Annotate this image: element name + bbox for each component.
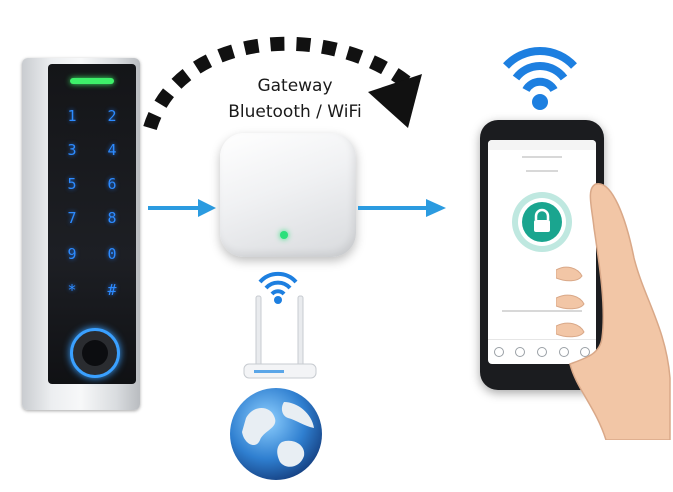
key-0[interactable]: 0 — [107, 245, 117, 263]
fingerprint-icon[interactable] — [70, 328, 120, 378]
gateway-title: Gateway — [257, 76, 333, 96]
key-4[interactable]: 4 — [107, 141, 117, 159]
nav-item[interactable] — [515, 347, 526, 357]
key-hash[interactable]: # — [107, 281, 117, 299]
phone-status-bar — [488, 140, 596, 150]
key-star[interactable]: * — [67, 281, 77, 299]
app-header-line — [522, 156, 562, 158]
key-5[interactable]: 5 — [67, 175, 77, 193]
access-keypad: 1 2 3 4 5 6 7 8 9 0 * # — [22, 58, 140, 410]
key-8[interactable]: 8 — [107, 209, 117, 227]
hand — [556, 183, 671, 440]
nav-item[interactable] — [536, 347, 547, 357]
key-9[interactable]: 9 — [67, 245, 77, 263]
gateway-subtitle: Bluetooth / WiFi — [228, 102, 362, 122]
arrow-keypad-to-gateway — [148, 199, 216, 217]
keypad-status-led — [70, 78, 114, 84]
app-bottom-nav — [488, 339, 596, 364]
key-7[interactable]: 7 — [67, 209, 77, 227]
arrow-gateway-to-phone — [358, 199, 446, 217]
wifi-icon — [258, 271, 298, 304]
wifi-icon — [503, 46, 577, 110]
key-3[interactable]: 3 — [67, 141, 77, 159]
lock-icon — [534, 208, 550, 232]
router-icon — [243, 295, 317, 379]
nav-item[interactable] — [580, 347, 591, 357]
app-record-line — [502, 310, 582, 312]
gateway-status-led — [280, 231, 288, 239]
key-2[interactable]: 2 — [107, 107, 117, 125]
unlock-button[interactable] — [512, 192, 572, 252]
key-1[interactable]: 1 — [67, 107, 77, 125]
globe-icon — [230, 388, 322, 480]
gateway-device — [220, 133, 356, 257]
key-6[interactable]: 6 — [107, 175, 117, 193]
nav-item[interactable] — [558, 347, 569, 357]
app-subtitle-line — [526, 170, 558, 172]
nav-item[interactable] — [493, 347, 504, 357]
